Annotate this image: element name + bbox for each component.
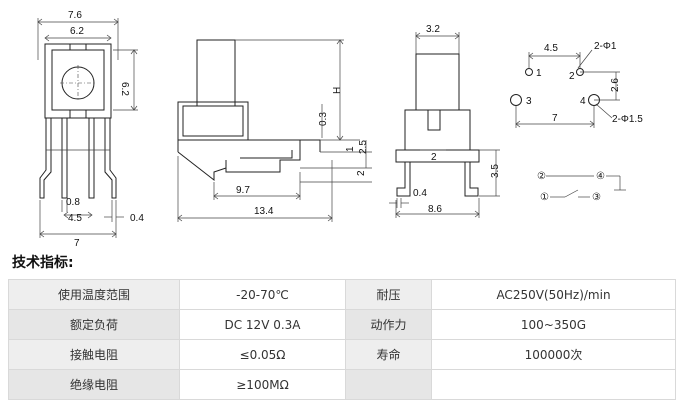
dim-side-top-height: 2.5 xyxy=(358,140,369,154)
front-view: 7.6 6.2 6.2 0.8 4.5 0.4 xyxy=(37,10,144,248)
spec-value: DC 12V 0.3A xyxy=(179,309,346,340)
spec-title: 技术指标: xyxy=(12,255,74,271)
dim-side-length: 9.7 xyxy=(236,185,250,196)
table-row: 使用温度范围 -20-70℃ 耐压 AC250V(50Hz)/min xyxy=(8,279,676,310)
circuit-node-3: ③ xyxy=(592,192,601,203)
dim-side-gap: 0.3 xyxy=(318,112,329,126)
dim-pcb-pitch-x: 4.5 xyxy=(544,43,558,54)
side-view: H 0.3 1 2.5 2 9.7 13.4 xyxy=(177,39,372,222)
dim-front-pin-width: 0.8 xyxy=(66,197,80,208)
spec-key: 额定负荷 xyxy=(8,309,180,340)
dim-front-width-total: 7.6 xyxy=(68,10,82,21)
pcb-layout: 4.5 2-Φ1 1 2 3 4 2.6 2-Φ1.5 7 xyxy=(510,41,643,128)
dim-side-step: 1 xyxy=(345,146,356,152)
circuit-node-1: ① xyxy=(540,192,549,203)
pcb-pin-3: 3 xyxy=(526,96,532,107)
dim-pcb-pitch-y: 2.6 xyxy=(610,78,621,92)
dim-end-pin-height: 3.5 xyxy=(490,164,501,178)
spec-table: 使用温度范围 -20-70℃ 耐压 AC250V(50Hz)/min 额定负荷 … xyxy=(8,279,676,400)
dim-pcb-hole-large: 2-Φ1.5 xyxy=(612,114,643,125)
spec-value: 100000次 xyxy=(431,339,676,370)
spec-key: 耐压 xyxy=(345,279,432,310)
circuit-node-2: ② xyxy=(537,171,546,182)
pcb-pin-4: 4 xyxy=(580,96,586,107)
circuit-symbol: ② ④ ① ③ xyxy=(537,171,626,203)
spec-key: 绝缘电阻 xyxy=(8,369,180,400)
dim-end-stem: 2 xyxy=(431,152,437,163)
spec-key: 寿命 xyxy=(345,339,432,370)
dim-end-actuator-width: 3.2 xyxy=(426,24,440,35)
spec-key: 使用温度范围 xyxy=(8,279,180,310)
circuit-node-4: ④ xyxy=(596,171,605,182)
dim-pcb-span: 7 xyxy=(552,113,558,124)
spec-key xyxy=(345,369,432,400)
spec-value: ≥100MΩ xyxy=(179,369,346,400)
end-view: 3.2 2 3.5 0.4 8.6 xyxy=(389,24,501,218)
dim-front-width-body: 6.2 xyxy=(70,26,84,37)
dim-pcb-hole-small: 2-Φ1 xyxy=(594,41,617,52)
dim-end-lead: 0.4 xyxy=(413,188,427,199)
pcb-pin-2: 2 xyxy=(569,71,575,82)
dim-end-width: 8.6 xyxy=(428,204,442,215)
technical-drawing: 7.6 6.2 6.2 0.8 4.5 0.4 xyxy=(37,10,643,248)
dim-front-height-body: 6.2 xyxy=(119,82,130,96)
table-row: 接触电阻 ≤0.05Ω 寿命 100000次 xyxy=(8,339,676,370)
dim-side-height: H xyxy=(332,87,343,94)
table-row: 额定负荷 DC 12V 0.3A 动作力 100~350G xyxy=(8,309,676,340)
dim-front-pin-pitch: 4.5 xyxy=(68,213,82,224)
pcb-pin-1: 1 xyxy=(536,68,542,79)
spec-key: 动作力 xyxy=(345,309,432,340)
table-row: 绝缘电阻 ≥100MΩ xyxy=(8,369,676,400)
spec-key: 接触电阻 xyxy=(8,339,180,370)
spec-value: ≤0.05Ω xyxy=(179,339,346,370)
dim-side-pin: 2 xyxy=(356,170,367,176)
dim-front-lead-thickness: 0.4 xyxy=(130,213,144,224)
spec-value: AC250V(50Hz)/min xyxy=(431,279,676,310)
spec-value xyxy=(431,369,676,400)
spec-value: -20-70℃ xyxy=(179,279,346,310)
dim-front-base-width: 7 xyxy=(74,238,80,248)
dim-side-total: 13.4 xyxy=(254,206,274,217)
spec-value: 100~350G xyxy=(431,309,676,340)
